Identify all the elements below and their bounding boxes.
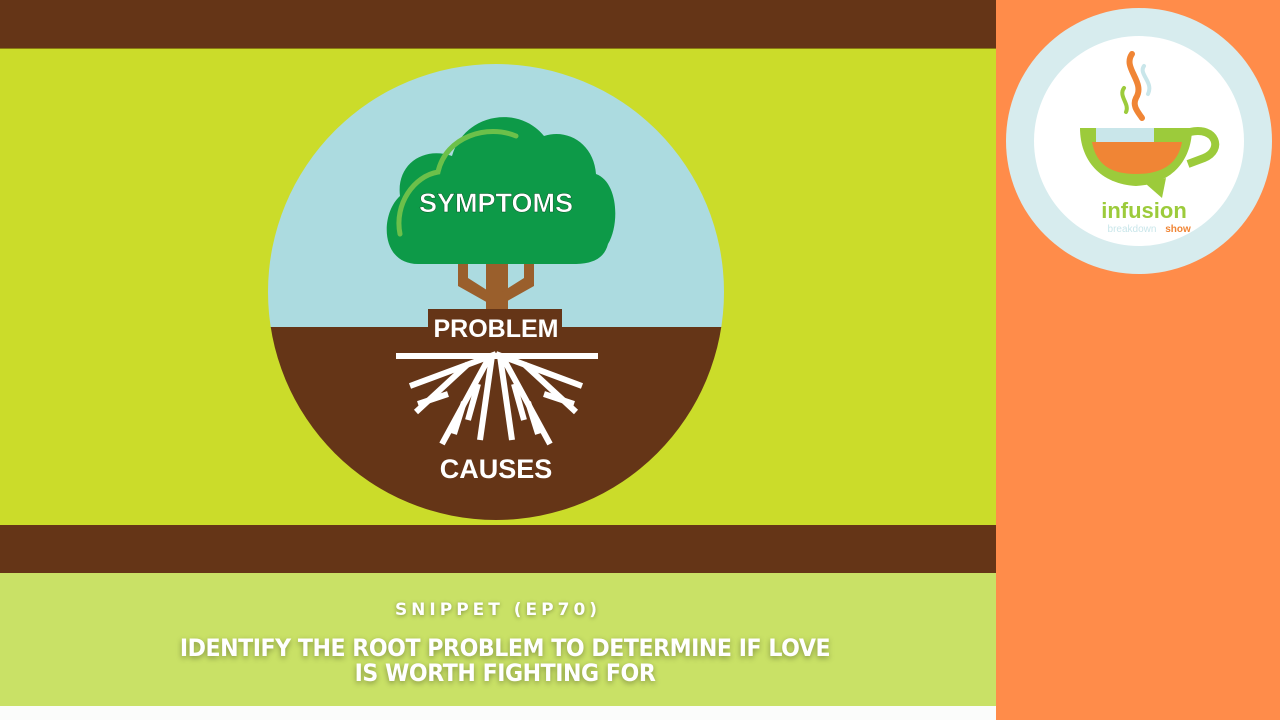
tree-foliage-icon <box>386 117 616 264</box>
causes-label: CAUSES <box>440 454 553 484</box>
symptoms-label: SYMPTOMS <box>419 188 573 218</box>
episode-title: IDENTIFY THE ROOT PROBLEM TO DETERMINE I… <box>40 636 969 686</box>
episode-title-line2: IS WORTH FIGHTING FOR <box>354 659 656 687</box>
infusion-breakdown-show-logo: infusion breakdown show <box>1006 8 1272 274</box>
episode-title-line1: IDENTIFY THE ROOT PROBLEM TO DETERMINE I… <box>179 634 831 662</box>
top-brown-band <box>0 0 996 48</box>
bottom-brown-band <box>0 525 996 573</box>
episode-subtitle: SNIPPET (EP70) <box>394 600 602 620</box>
roots-icon <box>396 351 598 446</box>
thumbnail-main-panel: SYMPTOMS PROBLEM C <box>0 0 996 720</box>
problem-box <box>428 309 562 343</box>
caption-background <box>0 573 996 706</box>
logo-sub-show: show <box>1165 224 1191 235</box>
root-cause-tree-illustration: SYMPTOMS PROBLEM C <box>268 64 724 520</box>
tree-trunk-icon <box>458 254 534 314</box>
problem-label: PROBLEM <box>434 315 559 343</box>
white-bottom-strip <box>0 706 996 720</box>
logo-sub-breakdown: breakdown <box>1108 224 1157 235</box>
teacup-icon <box>1080 127 1220 198</box>
steam-icon <box>1120 51 1152 121</box>
logo-word: infusion <box>1101 198 1187 223</box>
